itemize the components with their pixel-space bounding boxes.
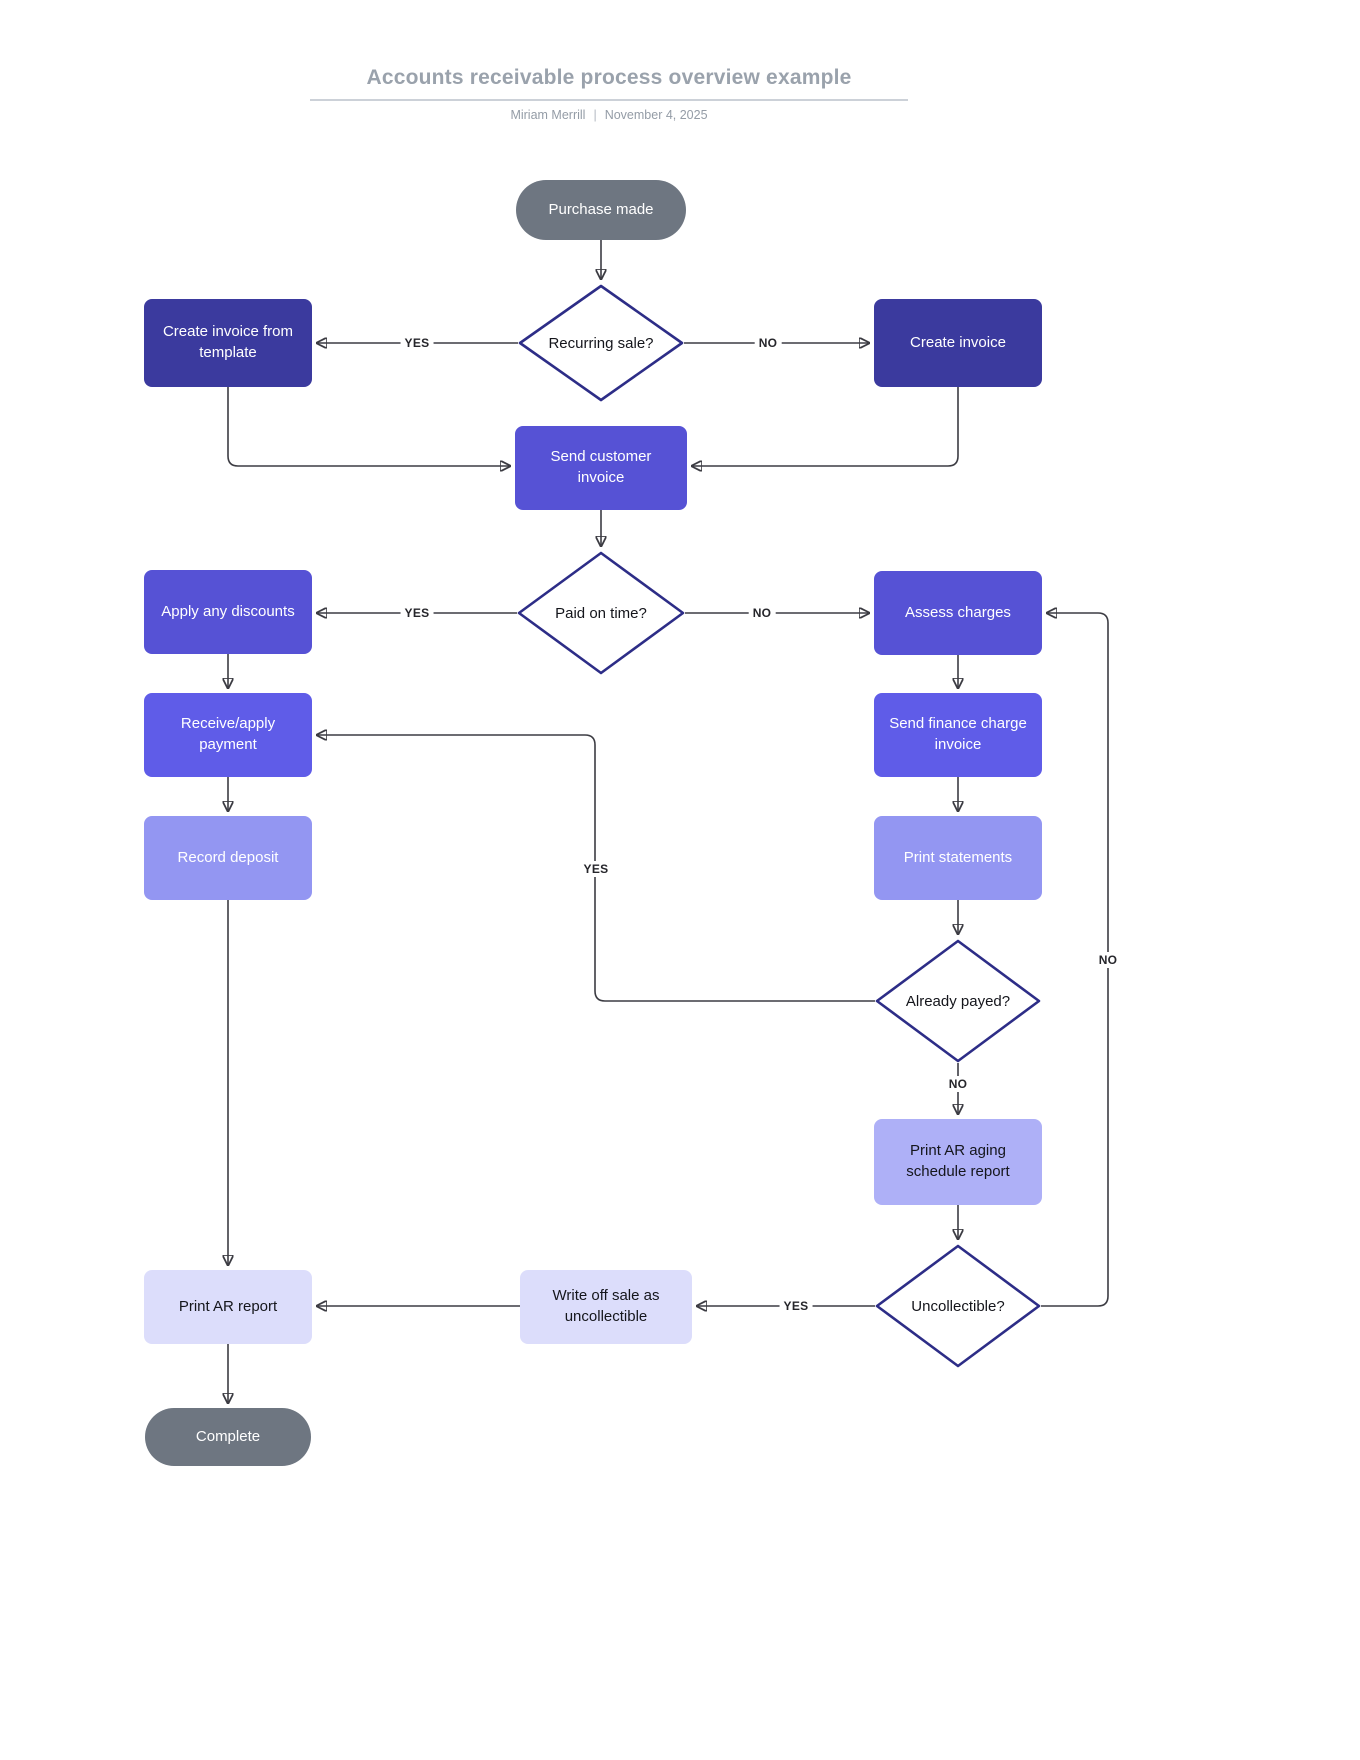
node-apply-any-discounts-label: Apply any discounts	[161, 602, 295, 620]
diamond-shape	[875, 1244, 1041, 1368]
diamond-shape	[517, 551, 685, 675]
node-assess-charges: Assess charges	[874, 571, 1042, 655]
edge-label-already-payed-no: NO	[944, 1076, 972, 1092]
node-create-invoice: Create invoice	[874, 299, 1042, 387]
node-record-deposit-label: Record deposit	[177, 848, 279, 866]
node-print-ar-report: Print AR report	[144, 1270, 312, 1344]
node-purchase-made: Purchase made	[516, 180, 686, 240]
diamond-shape	[875, 939, 1041, 1063]
node-create-invoice-from-template-label: Create invoice from template	[162, 323, 294, 361]
node-print-statements: Print statements	[874, 816, 1042, 900]
node-purchase-made-label: Purchase made	[548, 200, 654, 218]
decision-paid-on-time: Paid on time?	[517, 551, 685, 675]
decision-recurring-sale: Recurring sale?	[518, 284, 684, 402]
edge-label-uncollectible-no: NO	[1094, 952, 1122, 968]
decision-paid-on-time-label: Paid on time?	[555, 604, 647, 622]
node-assess-charges-label: Assess charges	[905, 603, 1011, 621]
edge-label-recurring-no: NO	[754, 335, 782, 351]
diamond-shape	[518, 284, 684, 402]
node-complete: Complete	[145, 1408, 311, 1466]
decision-uncollectible: Uncollectible?	[875, 1244, 1041, 1368]
node-create-invoice-from-template: Create invoice from template	[144, 299, 312, 387]
doc-date: November 4, 2025	[604, 108, 708, 122]
decision-already-payed: Already payed?	[875, 939, 1041, 1063]
node-apply-any-discounts: Apply any discounts	[144, 570, 312, 654]
edge-label-paid-no: NO	[748, 605, 776, 621]
node-send-finance-charge-invoice-label: Send finance charge invoice	[889, 715, 1027, 753]
node-record-deposit: Record deposit	[144, 816, 312, 900]
node-write-off-sale-as-uncollectible-label: Write off sale as uncollectible	[552, 1287, 660, 1325]
title-block: Accounts receivable process overview exa…	[310, 66, 908, 122]
node-complete-label: Complete	[195, 1427, 261, 1445]
decision-recurring-sale-label: Recurring sale?	[548, 334, 654, 352]
node-write-off-sale-as-uncollectible: Write off sale as uncollectible	[520, 1270, 692, 1344]
node-receive-apply-payment: Receive/apply payment	[144, 693, 312, 777]
node-create-invoice-label: Create invoice	[910, 333, 1006, 351]
node-receive-apply-payment-label: Receive/apply payment	[180, 715, 276, 753]
node-print-ar-aging-schedule-report-label: Print AR aging schedule report	[906, 1142, 1010, 1180]
edge-label-already-payed-yes: YES	[579, 861, 613, 877]
subtitle-divider: |	[593, 108, 597, 122]
page-title: Accounts receivable process overview exa…	[310, 66, 908, 101]
edge-label-paid-yes: YES	[400, 605, 434, 621]
decision-already-payed-label: Already payed?	[905, 992, 1011, 1010]
edge-label-recurring-yes: YES	[400, 335, 434, 351]
author-name: Miriam Merrill	[510, 108, 586, 122]
node-print-ar-aging-schedule-report: Print AR aging schedule report	[874, 1119, 1042, 1205]
subtitle: Miriam Merrill | November 4, 2025	[310, 108, 908, 122]
node-send-customer-invoice: Send customer invoice	[515, 426, 687, 510]
node-send-customer-invoice-label: Send customer invoice	[550, 448, 652, 486]
decision-uncollectible-label: Uncollectible?	[911, 1297, 1005, 1315]
node-send-finance-charge-invoice: Send finance charge invoice	[874, 693, 1042, 777]
node-print-ar-report-label: Print AR report	[178, 1297, 278, 1315]
edge-label-uncollectible-yes: YES	[779, 1298, 813, 1314]
node-print-statements-label: Print statements	[903, 848, 1013, 866]
